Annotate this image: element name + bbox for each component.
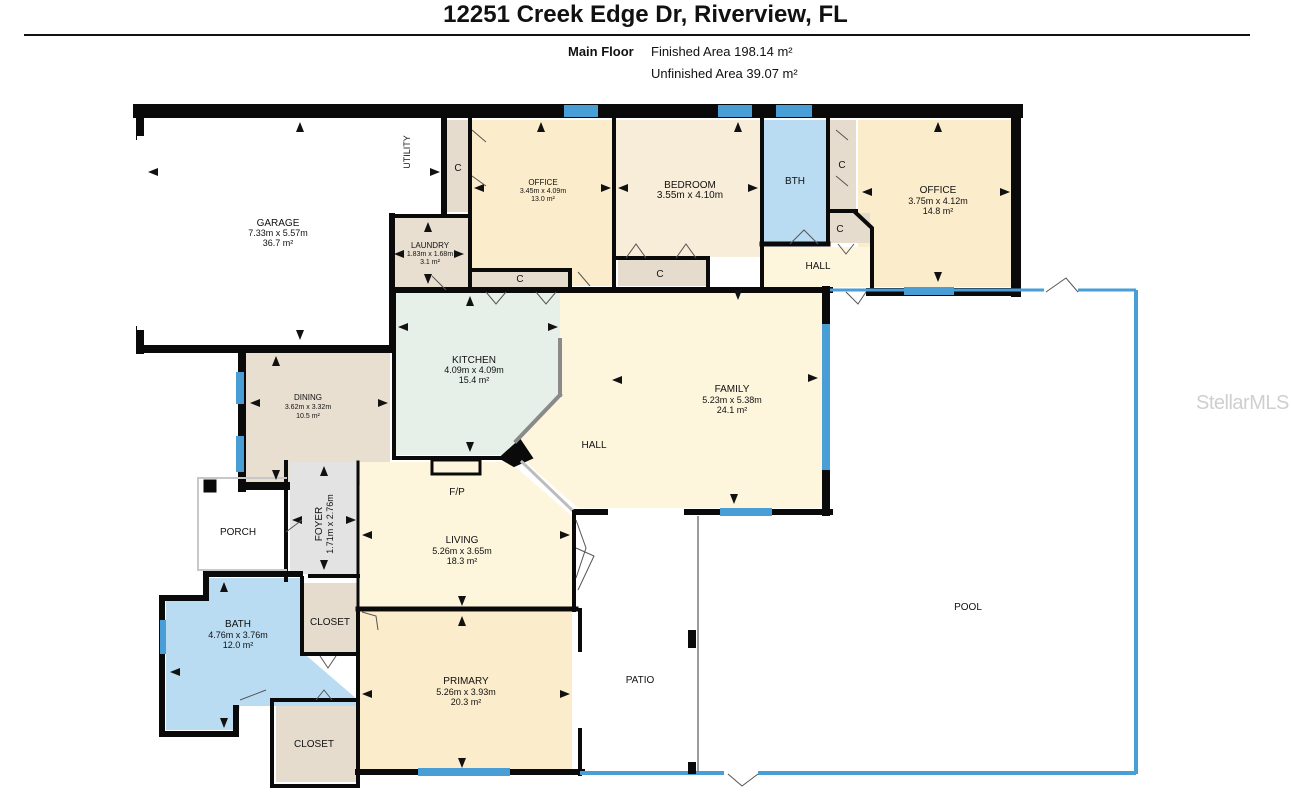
- closet-c-label: C: [454, 163, 461, 174]
- pool-patio-outline: [580, 288, 1138, 775]
- closet-c-label: C: [838, 160, 845, 171]
- hall-mid-label: HALL: [581, 440, 606, 451]
- porch-label: PORCH: [220, 527, 256, 538]
- living-fill: [360, 462, 572, 607]
- primary-fill: [360, 612, 572, 770]
- family-label: FAMILY: [715, 384, 750, 395]
- bedroom-fill: [616, 120, 762, 257]
- pool-label: POOL: [954, 602, 982, 613]
- window: [718, 105, 752, 117]
- page-title: 12251 Creek Edge Dr, Riverview, FL: [443, 1, 848, 28]
- garage-area: 36.7 m²: [263, 238, 294, 248]
- bth-label: BTH: [785, 176, 805, 187]
- dining-area: 10.5 m²: [296, 413, 320, 420]
- kitchen-dims: 4.09m x 4.09m: [444, 365, 504, 375]
- office1-dims: 3.45m x 4.09m: [520, 188, 566, 195]
- wall-bath: [159, 571, 239, 737]
- dining-label: DINING: [294, 393, 322, 402]
- door-swings: [239, 129, 1079, 787]
- window: [236, 372, 244, 404]
- office1-label: OFFICE: [528, 178, 557, 187]
- window: [720, 508, 772, 516]
- closet-c-label: C: [516, 274, 523, 285]
- family-fill: [514, 292, 822, 508]
- garage-label: GARAGE: [257, 218, 300, 229]
- bath-fill: [166, 578, 358, 730]
- office2-area: 14.8 m²: [923, 206, 954, 216]
- window: [822, 324, 830, 470]
- garage-dims: 7.33m x 5.57m: [248, 228, 308, 238]
- room-fills: [166, 120, 1011, 782]
- wall-closet2: [270, 698, 360, 788]
- living-dims: 5.26m x 3.65m: [432, 546, 492, 556]
- room-labels: GARAGE 7.33m x 5.57m 36.7 m² UTILITY LAU…: [208, 135, 982, 750]
- window: [236, 436, 244, 472]
- family-area: 24.1 m²: [717, 405, 748, 415]
- closet2-label: CLOSET: [294, 739, 334, 750]
- office2-fill: [858, 120, 1011, 287]
- primary-dims: 5.26m x 3.93m: [436, 687, 496, 697]
- hall-upper-label: HALL: [805, 261, 830, 272]
- office1-area: 13.0 m²: [531, 196, 555, 203]
- laundry-dims: 1.83m x 1.68m: [407, 251, 453, 258]
- bath-dims: 4.76m x 3.76m: [208, 630, 268, 640]
- window: [160, 620, 166, 654]
- kitchen-label: KITCHEN: [452, 355, 496, 366]
- windows: [160, 105, 954, 776]
- office1-fill: [472, 120, 613, 286]
- utility-label: UTILITY: [402, 135, 412, 169]
- title-divider: [24, 34, 1250, 36]
- closet1-fill: [304, 583, 358, 653]
- bth-fill: [764, 120, 826, 242]
- window: [418, 768, 510, 776]
- closet2-fill: [276, 706, 356, 782]
- bath-label: BATH: [225, 619, 251, 630]
- dimension-arrows: [148, 122, 1010, 768]
- window: [904, 287, 954, 295]
- bath-area: 12.0 m²: [223, 640, 254, 650]
- living-label: LIVING: [446, 535, 479, 546]
- family-dims: 5.23m x 5.38m: [702, 395, 762, 405]
- window: [776, 105, 812, 117]
- closet-c4-fill: [618, 259, 706, 286]
- closet-c1-fill: [447, 120, 469, 212]
- primary-area: 20.3 m²: [451, 697, 482, 707]
- office2-dims: 3.75m x 4.12m: [908, 196, 968, 206]
- closet-c2-fill: [830, 120, 856, 210]
- patio-label: PATIO: [626, 675, 655, 686]
- laundry-area: 3.1 m²: [420, 259, 441, 266]
- foyer-dims: 1.71m x 2.76m: [325, 494, 335, 554]
- living-area: 18.3 m²: [447, 556, 478, 566]
- watermark: StellarMLS: [1196, 392, 1289, 414]
- closet-c5-fill: [472, 270, 568, 288]
- dining-dims: 3.62m x 3.32m: [285, 404, 331, 411]
- bedroom-label: BEDROOM: [664, 180, 716, 191]
- office2-label: OFFICE: [920, 185, 957, 196]
- laundry-label: LAUNDRY: [411, 241, 450, 250]
- finished-area: Finished Area 198.14 m²: [651, 44, 793, 59]
- closet-c-label: C: [836, 224, 843, 235]
- window: [564, 105, 598, 117]
- closet-c-label: C: [656, 269, 663, 280]
- foyer-label: FOYER: [314, 507, 325, 541]
- closet1-label: CLOSET: [310, 617, 350, 628]
- kitchen-fill: [394, 292, 560, 455]
- primary-label: PRIMARY: [443, 676, 489, 687]
- bedroom-dims: 3.55m x 4.10m: [657, 190, 723, 201]
- floor-label: Main Floor: [568, 44, 634, 59]
- kitchen-area: 15.4 m²: [459, 375, 490, 385]
- hall-upper-fill: [764, 247, 872, 287]
- fp-label: F/P: [449, 487, 465, 498]
- unfinished-area: Unfinished Area 39.07 m²: [651, 66, 798, 81]
